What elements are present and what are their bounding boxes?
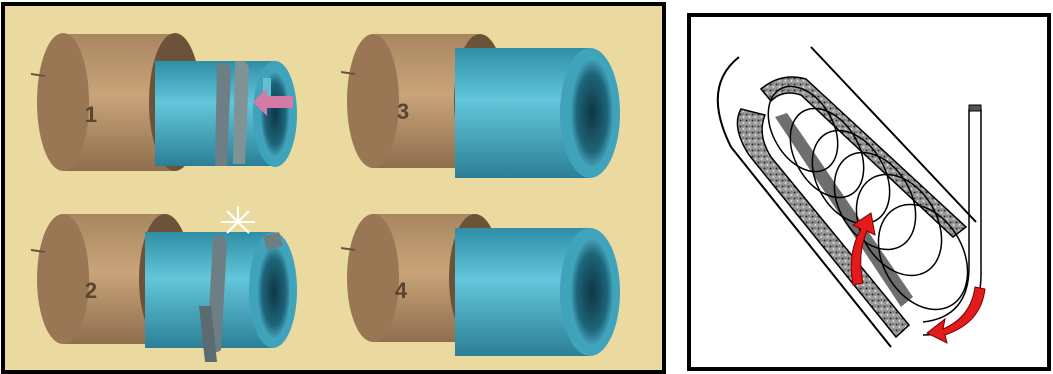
step-1-label: 1	[76, 102, 106, 128]
step-3-illustration	[341, 34, 620, 178]
winding-drawing	[691, 17, 1047, 367]
host-wall-lower	[737, 109, 909, 337]
liner-pipe	[455, 228, 620, 356]
step-4-illustration	[341, 214, 620, 356]
spiral-liner-steps-illustration: 1 3 2 4	[1, 2, 666, 374]
spiral-winding-illustration	[687, 13, 1051, 371]
spark-icon	[221, 206, 255, 233]
step-3-label: 3	[388, 99, 418, 125]
step-1-illustration	[31, 33, 297, 171]
rotation-arrow-down	[927, 287, 985, 343]
steps-drawing	[5, 6, 662, 370]
liner-pipe	[455, 48, 620, 178]
step-2-label: 2	[76, 278, 106, 304]
step-4-label: 4	[386, 278, 416, 304]
step-2-illustration	[31, 206, 297, 362]
